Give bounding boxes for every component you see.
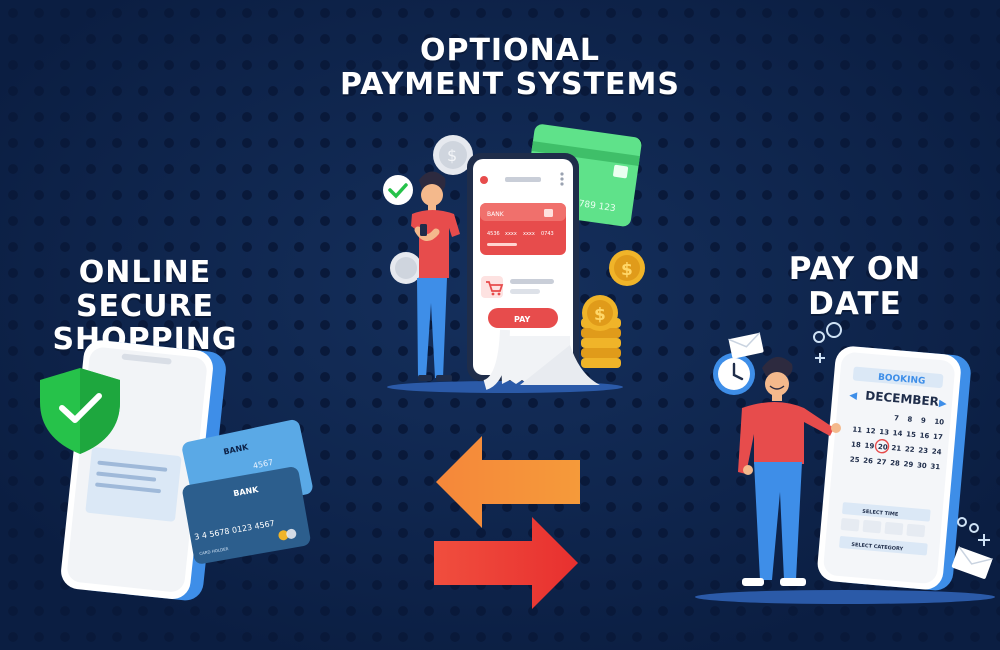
calendar-day[interactable]: 13	[879, 428, 890, 437]
calendar-day[interactable]: 17	[933, 433, 944, 442]
calendar-month: DECEMBER	[865, 389, 940, 409]
svg-text:◀: ◀	[849, 390, 858, 402]
heading-line: OPTIONAL	[419, 33, 601, 68]
heading-line: PAYMENT SYSTEMS	[339, 66, 681, 102]
center-phone: BANK 4536 xxxx xxxx 0743 PAY	[467, 153, 579, 381]
calendar-day[interactable]: 28	[890, 459, 901, 468]
calendar-day[interactable]: 8	[907, 415, 913, 423]
svg-text:$: $	[621, 260, 633, 280]
coin-icon: $	[582, 295, 618, 331]
svg-text:▶: ▶	[939, 398, 948, 410]
card-number-part: 4536	[487, 231, 500, 237]
coin-icon: $	[433, 135, 473, 175]
calendar-day[interactable]: 29	[903, 460, 914, 469]
heading-line: PAY ON	[788, 251, 922, 287]
receipt	[483, 329, 600, 390]
card-holder-text: CARD HOLDER	[199, 546, 229, 556]
cart-icon	[481, 276, 504, 298]
calendar-day[interactable]: 19	[864, 442, 875, 451]
calendar-day[interactable]: 27	[876, 458, 887, 467]
calendar-day[interactable]: 14	[892, 429, 903, 438]
shield-check-icon	[40, 368, 120, 454]
calendar-day[interactable]: 15	[906, 430, 917, 439]
calendar-day[interactable]: 24	[931, 448, 942, 457]
bank-card-front: BANK 3 4 5678 0123 4567 CARD HOLDER	[182, 467, 311, 564]
check-icon	[383, 175, 413, 205]
card-number-text: 4567	[252, 458, 274, 471]
select-category-label: SELECT CATEGORY	[851, 542, 904, 553]
center-scene: 789 123 $ BANK 4536 xxxx	[383, 124, 645, 393]
calendar-day[interactable]: 25	[849, 455, 860, 464]
clock-icon	[713, 353, 755, 395]
pay-on-date-heading: PAY ON DATE	[775, 252, 935, 321]
pay-button[interactable]	[488, 308, 558, 328]
calendar-day[interactable]: 23	[918, 446, 929, 455]
card-bank-label: BANK	[233, 485, 260, 498]
card-number-part: xxxx	[523, 231, 535, 237]
calendar-day[interactable]: 31	[930, 463, 941, 472]
pay-button-label: PAY	[514, 315, 531, 324]
calendar-day[interactable]: 22	[905, 445, 916, 454]
calendar-day[interactable]: 26	[863, 457, 874, 466]
svg-text:$: $	[594, 305, 606, 325]
calendar-day[interactable]: 7	[894, 414, 900, 422]
heading-line: ONLINE SECURE	[75, 255, 215, 324]
swap-arrows-icon	[434, 436, 580, 609]
optional-payment-heading: OPTIONAL PAYMENT SYSTEMS	[330, 34, 690, 101]
calendar-day[interactable]: 11	[852, 426, 863, 435]
calendar-day[interactable]: 16	[919, 431, 930, 440]
left-scene: BANK 4567 BANK 3 4 5678 0123 4567 CARD H…	[40, 340, 313, 601]
envelope-icon	[951, 546, 993, 579]
calendar-day[interactable]: 30	[917, 461, 928, 470]
coin-icon: $	[609, 250, 645, 286]
calendar-day[interactable]: 21	[891, 444, 902, 453]
calendar-day[interactable]: 18	[851, 441, 862, 450]
select-time-label: SELECT TIME	[862, 509, 899, 518]
card-number-part: 0743	[541, 231, 554, 237]
envelope-icon	[728, 332, 764, 359]
card-bank-label: BANK	[487, 211, 505, 218]
coin-icon	[390, 252, 422, 284]
svg-text:$: $	[447, 146, 457, 165]
online-secure-heading: ONLINE SECURE SHOPPING	[10, 256, 280, 357]
man-pointing	[738, 356, 841, 586]
calendar-header: BOOKING	[878, 373, 926, 387]
heading-line: DATE	[808, 285, 902, 322]
calendar-day[interactable]: 10	[934, 418, 945, 427]
calendar-day[interactable]: 9	[921, 417, 927, 425]
selected-day-marker	[874, 439, 890, 454]
card-number-part: xxxx	[505, 231, 517, 237]
calendar-day[interactable]: 20	[878, 443, 889, 452]
man-with-phone	[411, 171, 460, 381]
calendar-day[interactable]: 12	[865, 427, 876, 436]
